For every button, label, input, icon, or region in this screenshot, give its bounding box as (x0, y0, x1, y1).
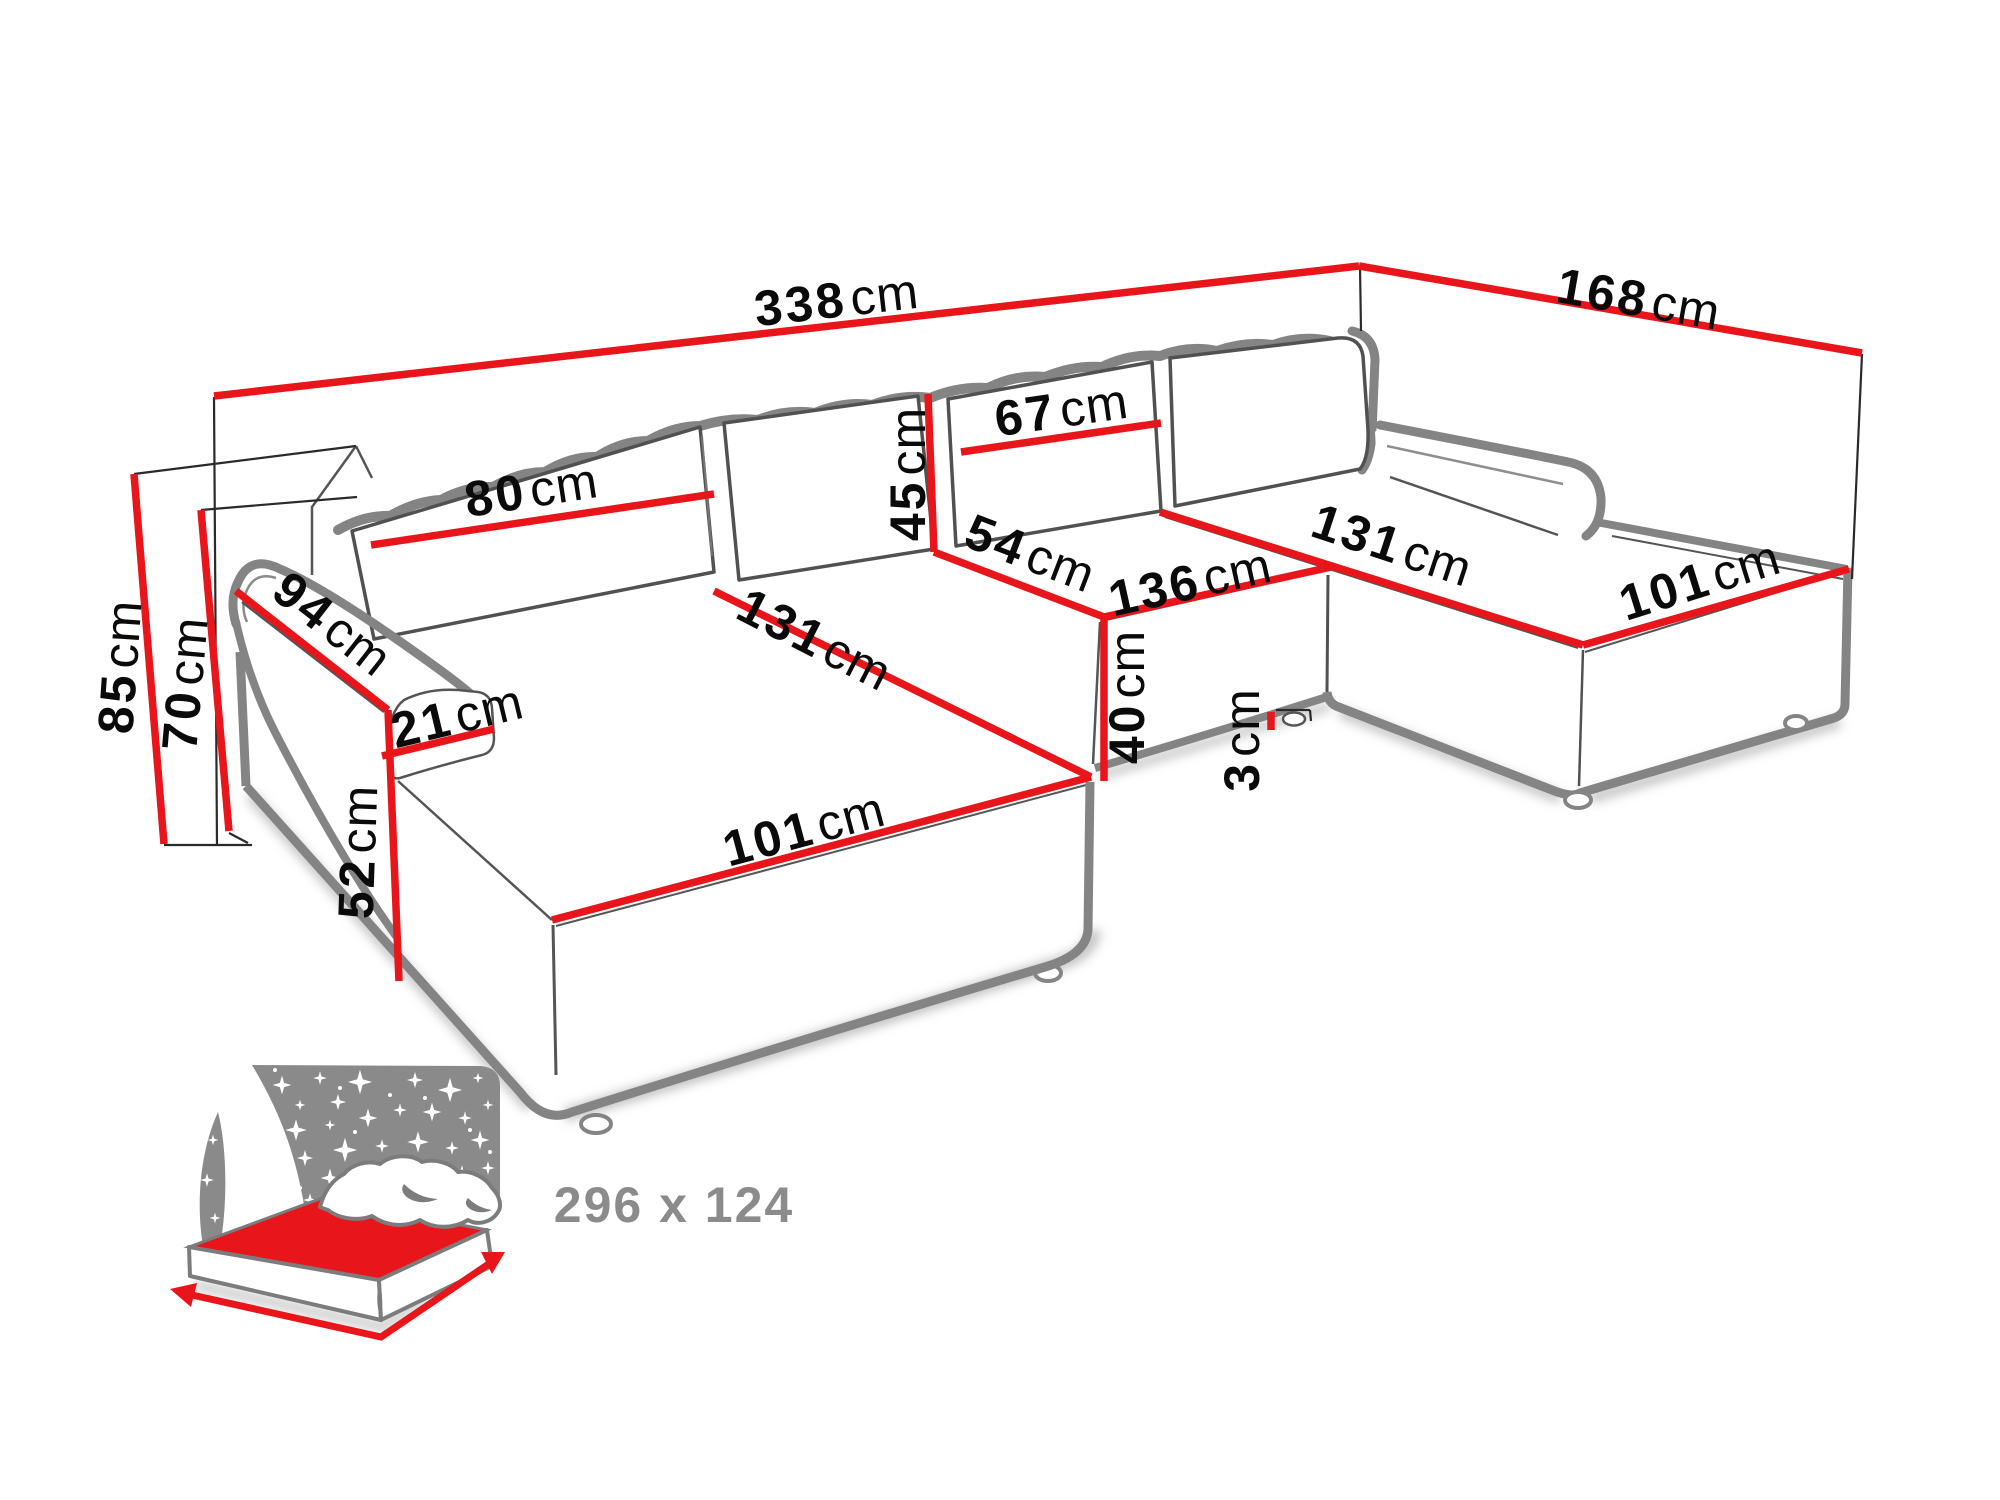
svg-text:3cm: 3cm (1214, 688, 1270, 791)
svg-text:45cm: 45cm (880, 407, 936, 541)
svg-text:85cm: 85cm (87, 598, 152, 736)
svg-text:338cm: 338cm (751, 263, 921, 337)
svg-text:70cm: 70cm (151, 614, 218, 753)
svg-text:52cm: 52cm (328, 784, 389, 920)
svg-text:80cm: 80cm (461, 452, 602, 528)
svg-text:296 x 124: 296 x 124 (554, 1177, 794, 1233)
svg-text:67cm: 67cm (991, 373, 1132, 448)
svg-text:40cm: 40cm (1099, 630, 1155, 764)
svg-text:101cm: 101cm (1613, 529, 1787, 632)
